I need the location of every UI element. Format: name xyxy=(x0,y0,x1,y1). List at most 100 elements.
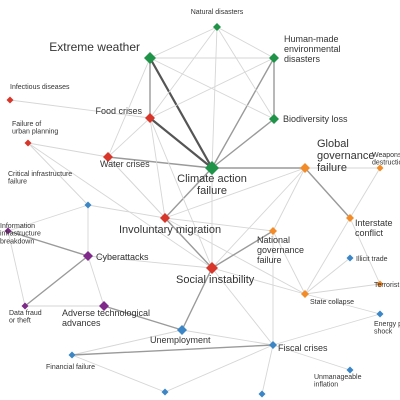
node-food[interactable] xyxy=(145,113,155,123)
node-biodiv[interactable] xyxy=(269,114,279,124)
edge-layer xyxy=(7,26,381,395)
edge-climate-food xyxy=(148,116,214,170)
edge-illicit-statecollapse xyxy=(304,257,351,295)
edge-critinfra-migration xyxy=(87,204,166,219)
label-social: Social instability xyxy=(176,274,255,286)
node-bottom2[interactable] xyxy=(258,390,266,398)
label-food: Food crises xyxy=(95,106,142,116)
edge-social-statecollapse xyxy=(211,267,306,295)
node-natgov[interactable] xyxy=(269,227,277,235)
node-climate[interactable] xyxy=(205,161,219,175)
edge-urban-water xyxy=(27,142,109,158)
node-infectious[interactable] xyxy=(6,96,14,104)
node-unmanageable[interactable] xyxy=(346,366,354,374)
node-natural[interactable] xyxy=(213,23,221,31)
node-adverse[interactable] xyxy=(99,301,109,311)
edge-social-natgov xyxy=(211,230,274,269)
edge-humanmade-food xyxy=(149,57,275,119)
label-migration: Involuntary migration xyxy=(119,224,221,236)
edge-climate-biodiv xyxy=(211,118,275,169)
edge-food-migration xyxy=(149,117,166,219)
edge-migration-globalgov xyxy=(164,167,306,219)
node-statecollapse[interactable] xyxy=(301,290,309,298)
label-statecollapse: State collapse xyxy=(310,299,354,306)
node-financial[interactable] xyxy=(68,351,76,359)
edge-fiscal-financial xyxy=(71,344,274,356)
edge-unemployment-financial xyxy=(71,329,183,356)
edge-terrorist-statecollapse xyxy=(304,283,381,295)
label-natural: Natural disasters xyxy=(191,9,244,16)
edge-climate-water xyxy=(107,156,213,169)
edge-cyber-adverse xyxy=(87,255,105,307)
label-weapons: Weapons of massdestruction xyxy=(372,152,400,167)
edge-natural-food xyxy=(149,26,218,119)
edge-infobreak-critinfra xyxy=(7,204,89,232)
edge-migration-social xyxy=(164,217,213,269)
edge-natgov-statecollapse xyxy=(272,230,306,295)
edge-climate-migration xyxy=(164,167,213,219)
node-infobreak[interactable] xyxy=(4,227,12,235)
node-fraud[interactable] xyxy=(21,302,29,310)
label-cyber: Cyberattacks xyxy=(96,252,149,262)
edge-climate-extreme xyxy=(148,56,214,170)
label-unemployment: Unemployment xyxy=(150,335,211,345)
node-fiscal[interactable] xyxy=(269,341,277,349)
label-extreme: Extreme weather xyxy=(49,40,140,54)
edge-interstate-statecollapse xyxy=(304,217,351,295)
label-biodiv: Biodiversity loss xyxy=(283,114,348,124)
label-water: Water crises xyxy=(100,159,150,169)
edge-fiscal-unmanageable xyxy=(272,344,351,371)
label-illicit: Illicit trade xyxy=(356,256,388,263)
node-illicit[interactable] xyxy=(346,254,354,262)
node-social[interactable] xyxy=(206,262,218,274)
edge-globalgov-natgov xyxy=(272,167,306,232)
edge-extreme-water xyxy=(107,57,151,158)
edge-interstate-terrorist xyxy=(349,217,381,285)
label-financial: Financial failure xyxy=(46,364,95,371)
edge-fiscal-energy xyxy=(272,313,381,346)
edge-food-water xyxy=(107,117,151,158)
edge-humanmade-natural xyxy=(216,26,275,59)
edge-natural-biodiv xyxy=(216,26,275,120)
edge-fiscal-assetbubble xyxy=(164,344,274,393)
node-critinfra[interactable] xyxy=(84,201,92,209)
edge-urban-critinfra xyxy=(27,142,89,206)
node-globalgov[interactable] xyxy=(300,163,310,173)
node-assetbubble[interactable] xyxy=(161,388,169,396)
node-unemployment[interactable] xyxy=(177,325,187,335)
edge-social-globalgov xyxy=(211,167,306,269)
label-energy: Energy priceshock xyxy=(374,321,400,336)
node-humanmade[interactable] xyxy=(269,53,279,63)
node-weapons[interactable] xyxy=(376,164,384,172)
edge-globalgov-interstate xyxy=(304,167,351,219)
edge-social-fiscal xyxy=(211,267,274,346)
node-interstate[interactable] xyxy=(346,214,354,222)
edge-climate-humanmade xyxy=(211,57,275,169)
node-terrorist[interactable] xyxy=(376,280,384,288)
edge-urban-social xyxy=(27,142,213,269)
node-extreme[interactable] xyxy=(144,52,156,64)
edge-cyber-fraud xyxy=(24,255,89,307)
edge-financial-assetbubble xyxy=(71,354,166,393)
edge-unemployment-fiscal xyxy=(181,329,274,346)
node-energy[interactable] xyxy=(376,310,384,318)
node-urban[interactable] xyxy=(24,139,32,147)
label-fiscal: Fiscal crises xyxy=(278,343,328,353)
edge-climate-natural xyxy=(211,26,218,169)
edge-extreme-natural xyxy=(149,26,218,59)
node-water[interactable] xyxy=(103,152,113,162)
node-migration[interactable] xyxy=(160,213,170,223)
edge-infobreak-fraud xyxy=(7,230,26,307)
node-cyber[interactable] xyxy=(83,251,93,261)
